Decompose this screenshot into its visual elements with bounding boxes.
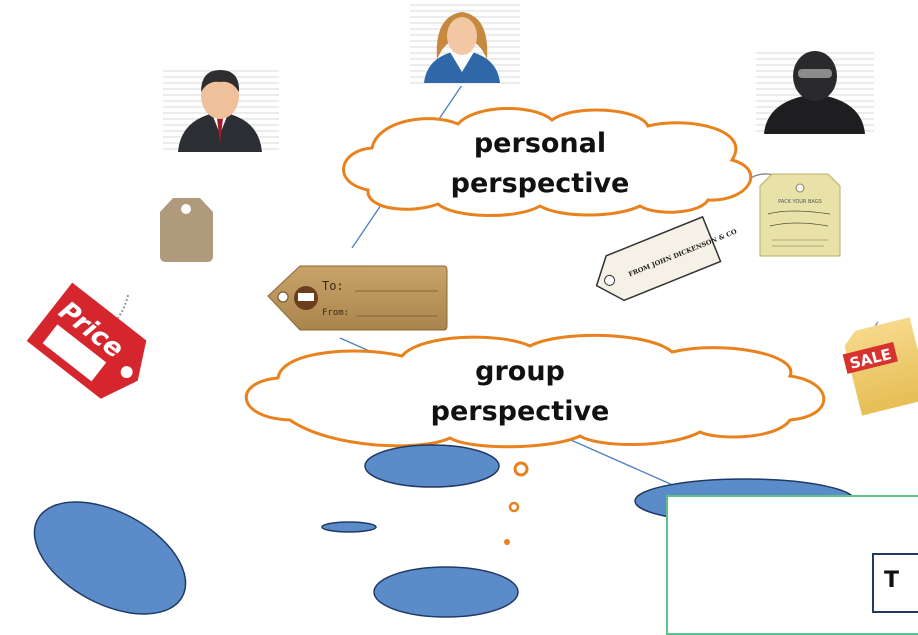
inset-text: T (884, 568, 900, 593)
blue-ellipse-bottom (373, 566, 519, 618)
main-gift-tag: To: From: (267, 265, 448, 331)
businessman-icon (163, 70, 279, 154)
thought-dot-large (513, 461, 529, 477)
travel-tag-label: PACK YOUR BAGS (778, 199, 822, 205)
blue-ellipse-center (364, 444, 500, 488)
personal-perspective-label: personal perspective (420, 124, 660, 204)
group-perspective-label: group perspective (400, 352, 640, 432)
group-line-2: perspective (430, 396, 610, 427)
group-perspective-cloud (245, 333, 826, 449)
sale-tag: SALE (842, 317, 918, 416)
businesswoman-icon (410, 3, 520, 86)
tag-to-label: To: (322, 279, 344, 293)
tag-from-label: From: (322, 308, 349, 318)
group-line-1: group (475, 356, 565, 387)
personal-perspective-cloud (342, 106, 753, 218)
luggage-tag: FROM JOHN DICKENSON & CO (595, 215, 738, 302)
kraft-tag-small (160, 198, 213, 262)
travel-hang-tag: PACK YOUR BAGS (737, 173, 841, 257)
personal-line-1: personal (473, 128, 607, 159)
thought-dot-small (504, 539, 510, 545)
masked-user-icon (756, 51, 874, 136)
inset-text-box: T (872, 553, 918, 613)
price-tag: Price (26, 282, 147, 399)
inset-panel: T (666, 495, 918, 635)
personal-line-2: perspective (450, 168, 630, 199)
thought-dot-medium (508, 501, 520, 513)
blue-ellipse-small (321, 521, 377, 533)
blue-ellipse-left (33, 501, 187, 615)
